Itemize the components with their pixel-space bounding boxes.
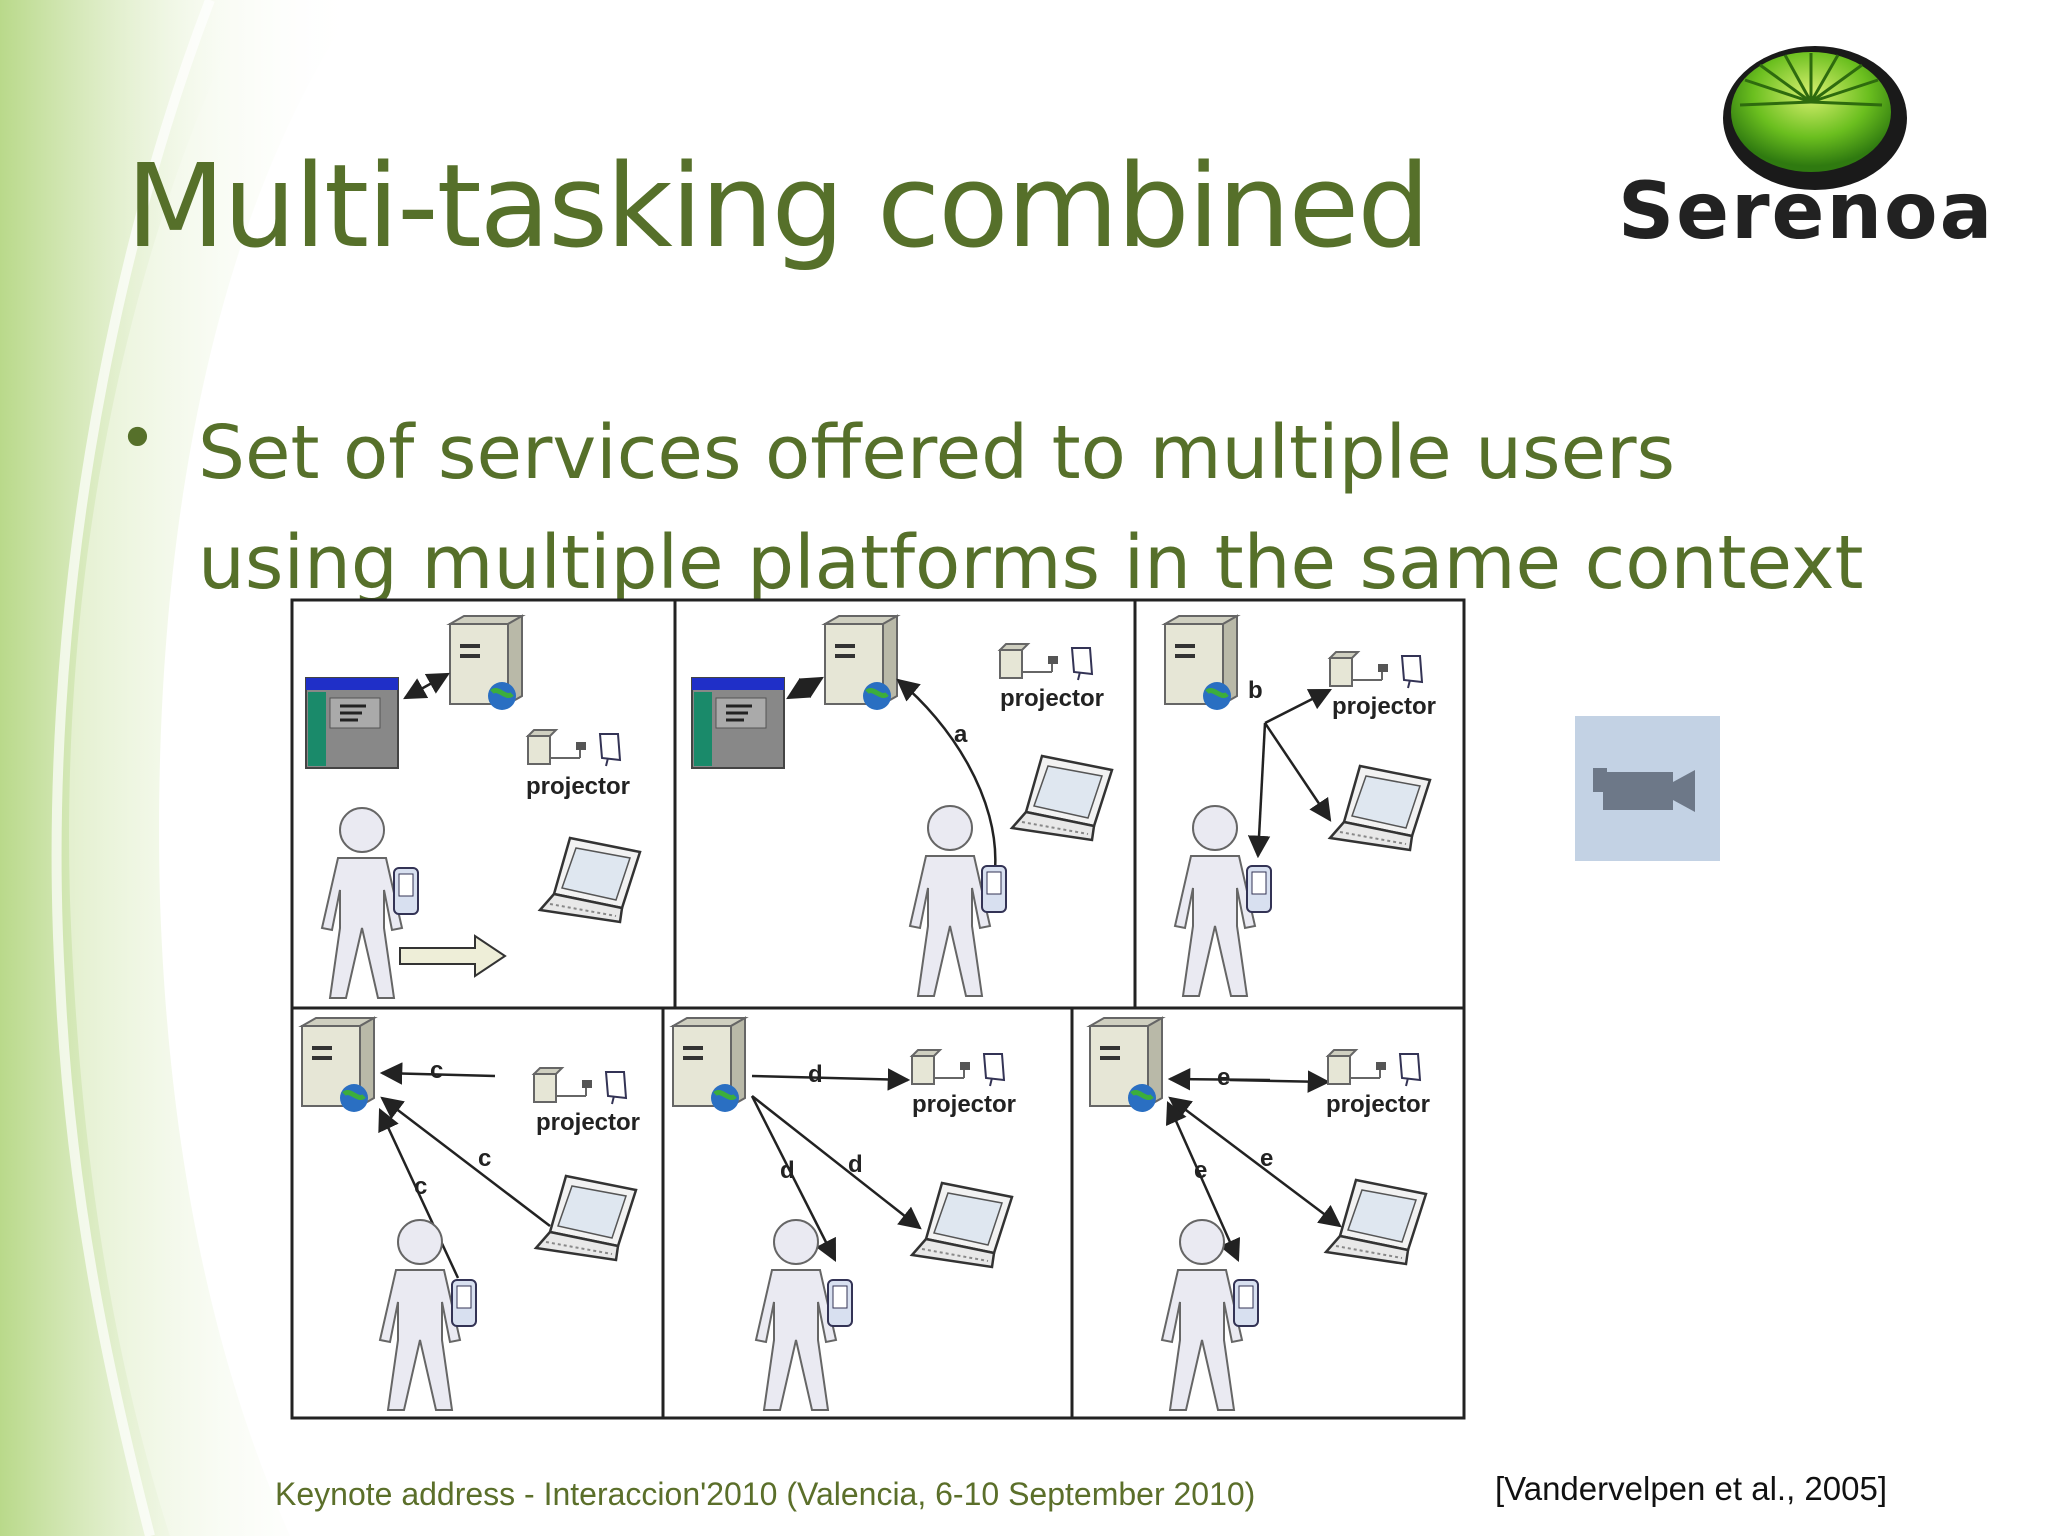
arrow-label-d: d [780,1157,795,1184]
panel-2: a projector [690,616,1114,997]
panel-3: b projector [1165,616,1436,997]
arrow-label-c: c [430,1057,443,1084]
projector-label: projector [912,1091,1016,1118]
bullet-marker: • [118,400,157,477]
panel-4: c c c projector [302,1018,640,1411]
arrow-label-e: e [1194,1157,1207,1184]
bullet-line-1: Set of services offered to multiple user… [198,410,1676,496]
bullet-line-2: using multiple platforms in the same con… [198,520,1864,606]
video-camera-icon[interactable] [1575,716,1720,861]
arrow-label-a: a [954,721,968,748]
arrow-label-c: c [478,1145,491,1172]
citation: [Vandervelpen et al., 2005] [1495,1470,1888,1507]
panel-5: d d d projector [673,1018,1016,1411]
arrow-label-d: d [808,1061,823,1088]
slide-title: Multi-tasking combined [126,140,1430,274]
arrow-label-e: e [1217,1064,1230,1091]
logo-wordmark: Serenoa [1618,167,1994,257]
multi-tasking-diagram: projector a projector b projector c c [290,598,1466,1420]
arrow-label-d: d [848,1151,863,1178]
arrow-label-c: c [414,1173,427,1200]
panel-1: projector [304,616,642,999]
bullet-text: Set of services offered to multiple user… [198,398,1898,618]
arrow-label-e: e [1260,1145,1273,1172]
footer-text: Keynote address - Interaccion'2010 (Vale… [275,1476,1256,1512]
serenoa-logo: Serenoa [1618,46,1994,257]
projector-label: projector [1000,685,1104,712]
arrow-label-b: b [1248,677,1263,704]
projector-label: projector [1326,1091,1430,1118]
projector-label: projector [1332,693,1436,720]
projector-label: projector [526,773,630,800]
projector-label: projector [536,1109,640,1136]
panel-6: e e e projector [1090,1018,1430,1411]
